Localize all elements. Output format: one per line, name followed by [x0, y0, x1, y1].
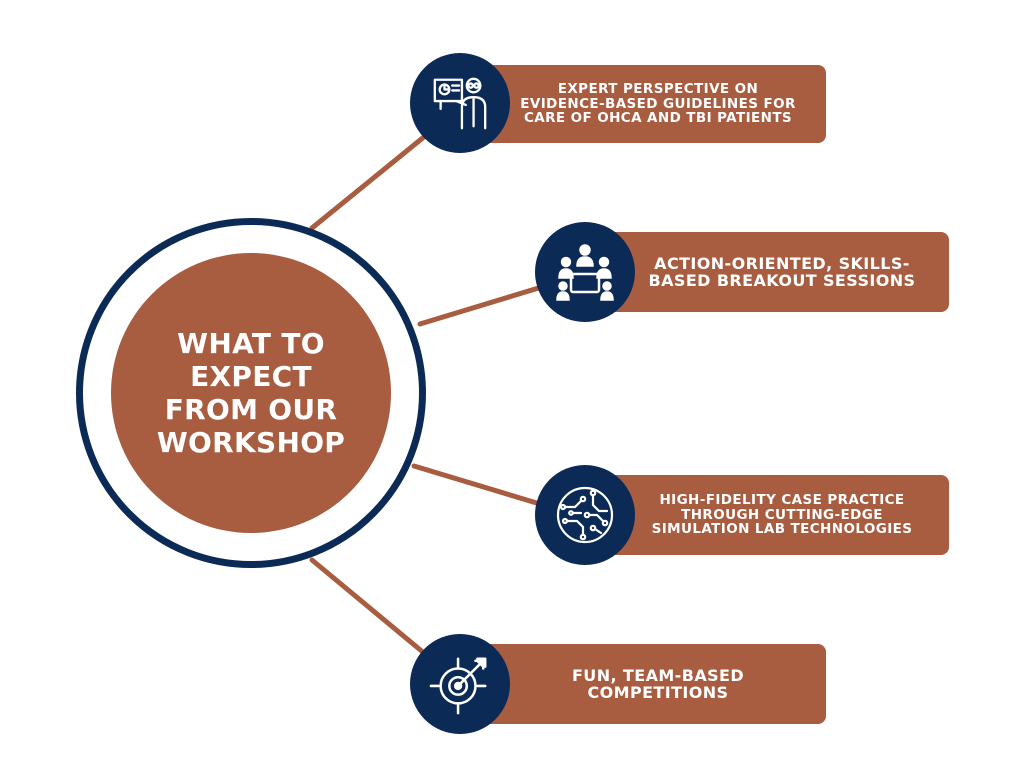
team-meeting-icon: [556, 244, 614, 301]
item-text: HIGH-FIDELITY CASE PRACTICE THROUGH CUTT…: [652, 493, 913, 537]
hub-title: WHAT TO EXPECT FROM OUR WORKSHOP: [131, 327, 371, 459]
item-text: ACTION-ORIENTED, SKILLS- BASED BREAKOUT …: [648, 253, 916, 290]
item-icon-circle: [535, 222, 635, 322]
connector-line-3: [411, 463, 553, 510]
item-box-competitions: FUN, TEAM-BASED COMPETITIONS: [460, 644, 826, 724]
item-text-line: THROUGH CUTTING-EDGE: [681, 506, 883, 523]
item-text-line: FUN, TEAM-BASED: [571, 665, 745, 685]
item-text-line: EXPERT PERSPECTIVE ON: [557, 81, 759, 98]
item-box-expert-perspective: EXPERT PERSPECTIVE ON EVIDENCE-BASED GUI…: [460, 65, 826, 143]
item-text: FUN, TEAM-BASED COMPETITIONS: [571, 665, 745, 702]
item-box-breakout-sessions: ACTION-ORIENTED, SKILLS- BASED BREAKOUT …: [585, 232, 949, 312]
item-text-line: EVIDENCE-BASED GUIDELINES FOR: [520, 95, 796, 112]
connector-line-2: [417, 280, 558, 327]
item-icon-circle: [535, 465, 635, 565]
item-text-line: SIMULATION LAB TECHNOLOGIES: [651, 521, 913, 538]
hub-title-line: WHAT TO: [177, 327, 325, 360]
hub-title-line: WORKSHOP: [156, 426, 346, 459]
item-text-line: ACTION-ORIENTED, SKILLS-: [654, 253, 910, 273]
hub-title-line: EXPECT: [190, 360, 312, 393]
item-text-line: HIGH-FIDELITY CASE PRACTICE: [659, 492, 905, 509]
hub-circle: WHAT TO EXPECT FROM OUR WORKSHOP: [111, 253, 391, 533]
target-arrow-icon: [429, 657, 487, 715]
item-icon-circle: [410, 53, 510, 153]
hub-title-line: FROM OUR: [164, 393, 338, 426]
presenter-icon: [433, 77, 487, 130]
connector-line-4: [309, 557, 433, 661]
item-text-line: CARE OF OHCA AND TBI PATIENTS: [523, 110, 793, 127]
item-icon-circle: [410, 634, 510, 734]
item-box-simulation-practice: HIGH-FIDELITY CASE PRACTICE THROUGH CUTT…: [585, 475, 949, 555]
circuit-globe-icon: [556, 486, 614, 544]
item-text-line: BASED BREAKOUT SESSIONS: [648, 271, 916, 290]
connector-line-1: [309, 129, 433, 231]
item-text: EXPERT PERSPECTIVE ON EVIDENCE-BASED GUI…: [520, 82, 796, 126]
item-text-line: COMPETITIONS: [587, 683, 729, 702]
